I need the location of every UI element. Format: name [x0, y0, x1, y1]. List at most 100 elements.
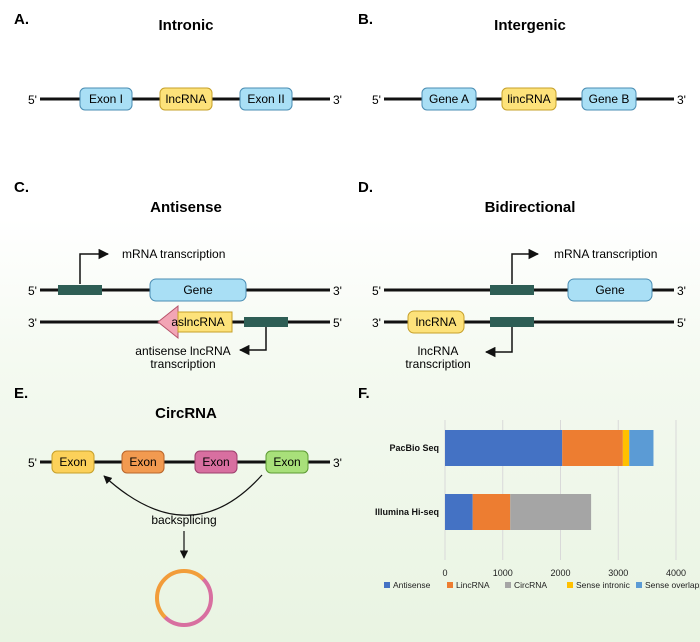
panel-d: D. Bidirectional mRNA transcription 5' 3… [358, 179, 686, 371]
panel-e-title: CircRNA [155, 405, 217, 422]
panel-c-gene-box [149, 278, 247, 302]
panel-d-bottom-three-prime: 3' [372, 316, 381, 330]
panel-a-exon-1-label: Exon I [89, 92, 123, 106]
bar-segment [629, 430, 654, 466]
panel-e-exon-3 [194, 450, 238, 474]
panel-b-label: B. [358, 11, 373, 28]
panel-d-label: D. [358, 179, 373, 196]
panel-a-exon-1 [79, 87, 133, 111]
legend-swatch [384, 582, 390, 588]
panel-c-antisense-note-2: transcription [150, 357, 215, 371]
panel-e-five-prime: 5' [28, 456, 37, 470]
bar-segment [472, 494, 511, 530]
panel-d-mrna-label: mRNA transcription [554, 247, 657, 261]
category-label: PacBio Seq [389, 443, 439, 453]
panel-a-three-prime: 3' [333, 93, 342, 107]
panel-b-gene-a [421, 87, 477, 111]
x-tick-label: 2000 [550, 568, 570, 578]
panel-c: C. Antisense mRNA transcription 5' 3' Ge… [14, 179, 342, 371]
panel-c-top-three-prime: 3' [333, 284, 342, 298]
panel-a-exon-2 [239, 87, 293, 111]
panel-a-label: A. [14, 11, 29, 28]
panel-c-antisense-label: aslncRNA [171, 315, 224, 329]
legend-label: Sense intronic [576, 580, 631, 590]
panel-b-gene-b [581, 87, 637, 111]
panel-b-five-prime: 5' [372, 93, 381, 107]
panel-e-exon-1-label: Exon [59, 455, 86, 469]
panel-c-gene-label: Gene [183, 283, 213, 297]
panel-c-top-five-prime: 5' [28, 284, 37, 298]
panel-d-title: Bidirectional [485, 199, 576, 216]
panel-e-backsplice-arc [103, 474, 263, 516]
panel-a-exon-2-label: Exon II [247, 92, 284, 106]
panel-d-gene-label: Gene [595, 283, 625, 297]
panel-e-three-prime: 3' [333, 456, 342, 470]
panel-e-exon-2-label: Exon [129, 455, 156, 469]
panel-c-mrna-label: mRNA transcription [122, 247, 225, 261]
panel-d-note-2: transcription [405, 357, 470, 371]
panel-c-label: C. [14, 179, 29, 196]
panel-d-gene-promoter [490, 285, 534, 295]
panel-e-exon-3-label: Exon [202, 455, 229, 469]
panel-d-gene-box [567, 278, 653, 302]
panel-c-bottom-five-prime: 5' [333, 316, 342, 330]
legend-swatch [447, 582, 453, 588]
panel-c-antisense-arrow-line [238, 327, 267, 356]
x-tick-label: 1000 [493, 568, 513, 578]
panel-d-lncrna-arrow [484, 327, 513, 358]
panel-e: E. CircRNA 5' 3' Exon Exon Exon Exon bac… [14, 385, 342, 627]
panel-a-title: Intronic [159, 17, 214, 34]
panel-c-antisense-box [177, 311, 233, 333]
panel-d-lncrna-box [407, 310, 465, 334]
bar-segment [510, 494, 592, 530]
panel-e-label: E. [14, 385, 28, 402]
panel-c-gene-promoter [58, 285, 102, 295]
legend-swatch [505, 582, 511, 588]
panel-c-antisense-promoter [244, 317, 288, 327]
legend-swatch [567, 582, 573, 588]
panel-a-lncrna-label: lncRNA [166, 92, 207, 106]
panel-b-gene-a-label: Gene A [429, 92, 469, 106]
panel-a-lncrna [159, 87, 213, 111]
legend-label: CircRNA [514, 580, 547, 590]
legend-label: Sense overlapping [645, 580, 700, 590]
panel-d-note-1: lncRNA [418, 344, 459, 358]
category-label: Illumina Hi-seq [375, 507, 439, 517]
panel-e-exon-4-label: Exon [273, 455, 300, 469]
panel-c-antisense-note-1: antisense lncRNA [135, 344, 230, 358]
bar-segment [445, 430, 563, 466]
x-tick-label: 0 [442, 568, 447, 578]
panel-c-bottom-three-prime: 3' [28, 316, 37, 330]
panel-e-circrna-ring [155, 569, 213, 627]
panel-b-three-prime: 3' [677, 93, 686, 107]
panel-e-exon-4 [265, 450, 309, 474]
bar-segment [622, 430, 630, 466]
bar-segment [562, 430, 623, 466]
legend-label: LincRNA [456, 580, 490, 590]
panel-b-lincrna-label: lincRNA [507, 92, 550, 106]
panel-d-bottom-five-prime: 5' [677, 316, 686, 330]
legend-label: Antisense [393, 580, 431, 590]
panel-c-title: Antisense [150, 199, 222, 216]
panel-f-label: F. [358, 385, 370, 402]
panel-e-backsplicing-label: backsplicing [151, 513, 216, 527]
bar-segment [445, 494, 473, 530]
panel-b-lincrna [501, 87, 557, 111]
panel-d-top-three-prime: 3' [677, 284, 686, 298]
panel-b-gene-b-label: Gene B [589, 92, 630, 106]
panel-a-five-prime: 5' [28, 93, 37, 107]
panel-d-lncrna-promoter [490, 317, 534, 327]
panel-a: A. Intronic 5' 3' Exon I lncRNA Exon II [14, 11, 342, 111]
panel-b-title: Intergenic [494, 17, 566, 34]
panel-e-exon-2 [121, 450, 165, 474]
x-tick-label: 4000 [666, 568, 686, 578]
panel-d-mrna-arrow [511, 248, 540, 284]
panel-d-lncrna-label: lncRNA [416, 315, 457, 329]
panel-d-top-five-prime: 5' [372, 284, 381, 298]
legend-swatch [636, 582, 642, 588]
x-tick-label: 3000 [608, 568, 628, 578]
panel-e-exon-1 [51, 450, 95, 474]
